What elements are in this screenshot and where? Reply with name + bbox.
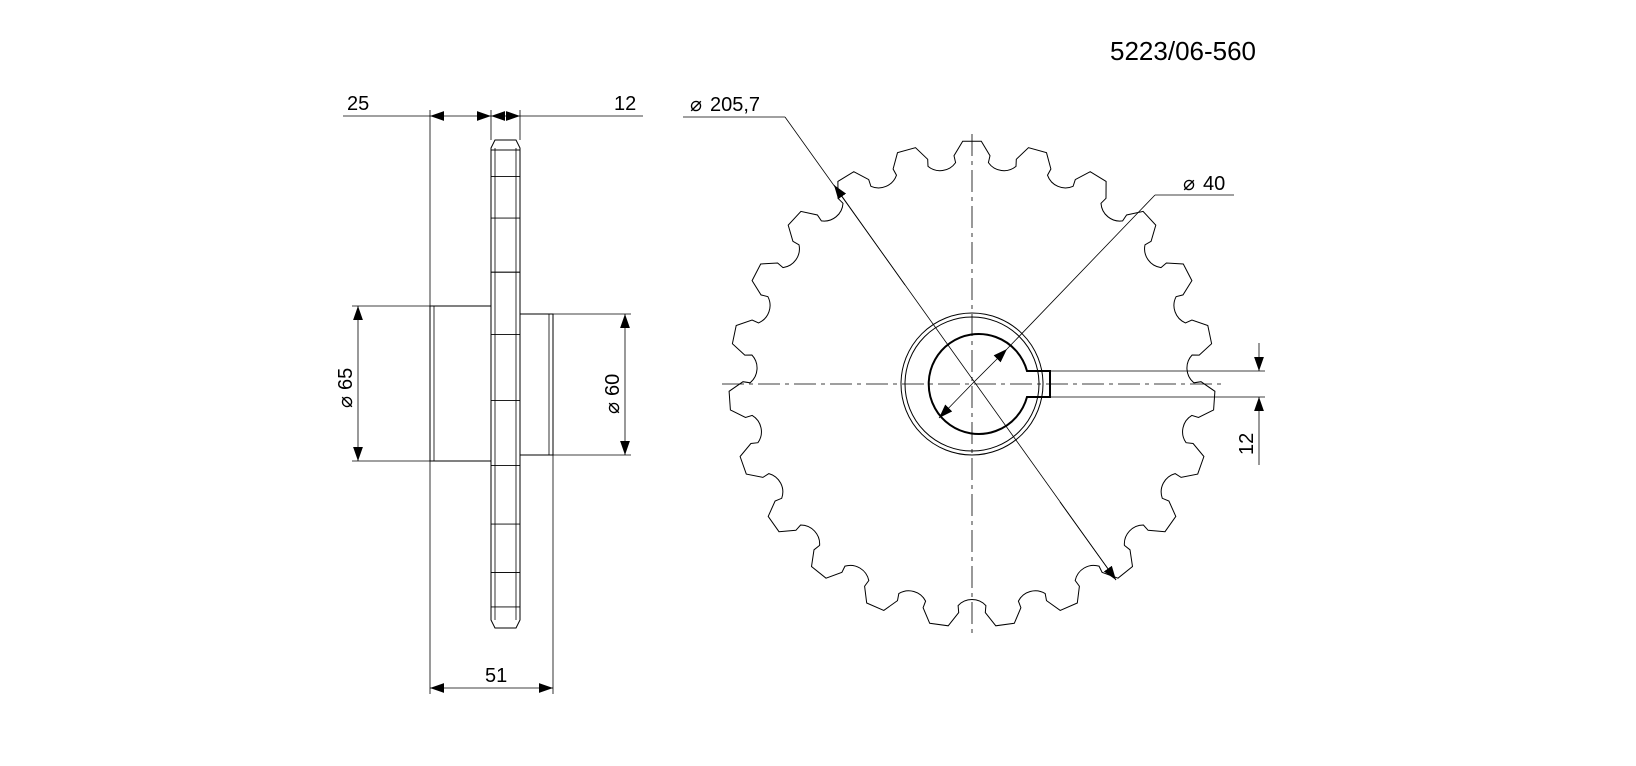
dim-text-25: 25 bbox=[347, 93, 369, 115]
diameter-symbol-icon: ⌀ bbox=[335, 396, 357, 408]
plate-tooth-lines bbox=[491, 148, 520, 620]
diameter-symbol-icon: ⌀ bbox=[690, 94, 702, 116]
sprocket-plate bbox=[490, 139, 521, 629]
dim-text-51: 51 bbox=[485, 665, 507, 687]
arrow-d205-top bbox=[833, 184, 906, 286]
diameter-symbol-icon: ⌀ bbox=[602, 402, 624, 414]
bore-with-keyway bbox=[927, 333, 1051, 435]
arrow-d40-upper bbox=[971, 348, 1008, 385]
dim-text-d40: 40 bbox=[1203, 173, 1225, 195]
front-view: 12 ⌀ 205,7 ⌀ 40 bbox=[683, 94, 1265, 634]
hub-outer-circle bbox=[900, 312, 1044, 456]
dim-text-12-keyway: 12 bbox=[1236, 433, 1258, 455]
hub-inner-circle bbox=[904, 316, 1040, 452]
dim-text-d65: 65 bbox=[335, 368, 357, 390]
side-view: 25 12 ⌀ 65 ⌀ 60 51 bbox=[335, 93, 643, 694]
sprocket-outline bbox=[728, 140, 1216, 627]
dim-text-d60: 60 bbox=[602, 374, 624, 396]
dim-text-12-top: 12 bbox=[614, 93, 636, 115]
dim-text-d205: 205,7 bbox=[710, 94, 760, 116]
hub-left bbox=[429, 305, 492, 462]
dim-label-d65: ⌀ 65 bbox=[335, 368, 357, 408]
diameter-symbol-icon: ⌀ bbox=[1183, 173, 1195, 195]
hub-right bbox=[519, 313, 554, 456]
dim-label-d60: ⌀ 60 bbox=[602, 374, 624, 414]
arrow-d205-bottom bbox=[1059, 501, 1117, 581]
part-number: 5223/06-560 bbox=[1110, 36, 1256, 66]
arrow-d40 bbox=[938, 383, 973, 419]
leader-d40 bbox=[1006, 194, 1156, 350]
